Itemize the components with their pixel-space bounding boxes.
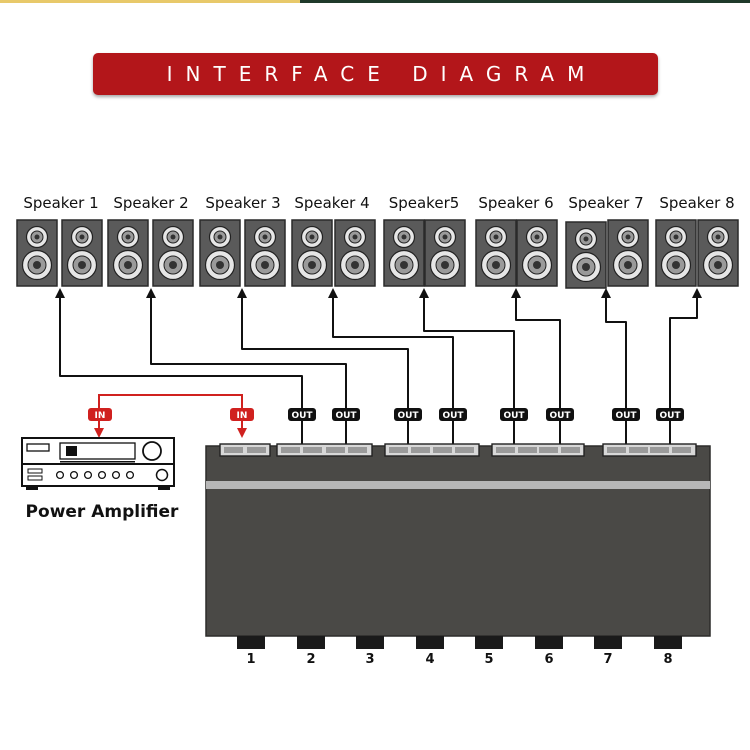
output-terminals-3-4: [384, 443, 480, 457]
speaker-icon: [244, 219, 286, 287]
selector-button-4[interactable]: [416, 636, 444, 649]
speaker-label-5: Speaker5: [388, 194, 460, 212]
speaker-icon: [697, 219, 739, 287]
speaker-pair-2: [107, 219, 194, 287]
out-tag-label: OUT: [659, 411, 681, 421]
button-number-6: 6: [544, 652, 554, 667]
in-tag-label: IN: [237, 411, 248, 421]
in-tag-label: IN: [95, 411, 106, 421]
wire-speaker-7: [601, 288, 627, 444]
selector-button-8[interactable]: [654, 636, 682, 649]
out-tag-label: OUT: [442, 411, 464, 421]
speaker-icon: [291, 219, 333, 287]
speaker-icon: [16, 219, 58, 287]
speaker-label-8: Speaker 8: [659, 194, 735, 212]
wire-speaker-5: [419, 288, 515, 444]
speaker-icon: [152, 219, 194, 287]
output-terminals-7-8: [602, 443, 697, 457]
speaker-label-3: Speaker 3: [205, 194, 281, 212]
speaker-label-1: Speaker 1: [23, 194, 99, 212]
output-terminals-1-2: [276, 443, 373, 457]
out-tags: OUT OUT OUT OUT OUT OUT OUT OUT: [288, 408, 684, 421]
speaker-icon: [565, 221, 607, 289]
wire-speaker-2: [146, 288, 347, 444]
selector-buttons: [237, 636, 682, 649]
out-tag-label: OUT: [397, 411, 419, 421]
button-number-5: 5: [484, 652, 494, 667]
output-wires: [55, 288, 702, 444]
wire-speaker-8: [669, 288, 702, 444]
in-tag-right: IN: [230, 408, 254, 421]
speaker-label-7: Speaker 7: [568, 194, 644, 212]
title-banner: [93, 53, 658, 95]
speaker-label-4: Speaker 4: [294, 194, 370, 212]
button-number-7: 7: [603, 652, 613, 667]
button-number-3: 3: [365, 652, 375, 667]
out-tag-label: OUT: [503, 411, 525, 421]
button-number-2: 2: [306, 652, 316, 667]
button-number-1: 1: [246, 652, 256, 667]
speaker-icon: [424, 219, 466, 287]
selector-button-5[interactable]: [475, 636, 503, 649]
speaker-icon: [334, 219, 376, 287]
speaker-pair-1: [16, 219, 103, 287]
speaker-icon: [383, 219, 425, 287]
selector-button-6[interactable]: [535, 636, 563, 649]
speaker-pair-5: [383, 219, 466, 287]
selector-button-3[interactable]: [356, 636, 384, 649]
selector-button-7[interactable]: [594, 636, 622, 649]
speaker-icon: [655, 219, 697, 287]
wire-speaker-4: [328, 288, 454, 444]
speaker-pair-8: [655, 219, 739, 287]
speaker-label-2: Speaker 2: [113, 194, 189, 212]
speaker-pair-3: [199, 219, 286, 287]
out-tag-label: OUT: [335, 411, 357, 421]
top-accent-dark: [300, 0, 750, 3]
speaker-pair-6: [475, 219, 558, 287]
speaker-icon: [107, 219, 149, 287]
out-tag-label: OUT: [291, 411, 313, 421]
in-tag-left: IN: [88, 408, 112, 421]
button-number-8: 8: [663, 652, 673, 667]
speaker-icon: [199, 219, 241, 287]
top-accent-gold: [0, 0, 300, 3]
out-tag-label: OUT: [549, 411, 571, 421]
wire-speaker-3: [237, 288, 409, 444]
input-wire: [94, 394, 247, 438]
speaker-icon: [516, 219, 558, 287]
speaker-icon: [61, 219, 103, 287]
speaker-pair-7: [565, 219, 649, 289]
selector-button-1[interactable]: [237, 636, 265, 649]
speaker-selector-switch: [205, 443, 711, 649]
speaker-pair-4: [291, 219, 376, 287]
output-terminals-5-6: [491, 443, 585, 457]
amplifier-icon: [21, 437, 175, 490]
speaker-icon: [475, 219, 517, 287]
input-terminals: [219, 443, 271, 457]
selector-button-2[interactable]: [297, 636, 325, 649]
diagram-title: INTERFACE DIAGRAM: [166, 62, 598, 86]
button-number-4: 4: [425, 652, 435, 667]
wire-speaker-6: [511, 288, 561, 444]
speaker-icon: [607, 219, 649, 287]
speaker-label-6: Speaker 6: [478, 194, 554, 212]
amplifier-label: Power Amplifier: [25, 502, 179, 522]
out-tag-label: OUT: [615, 411, 637, 421]
